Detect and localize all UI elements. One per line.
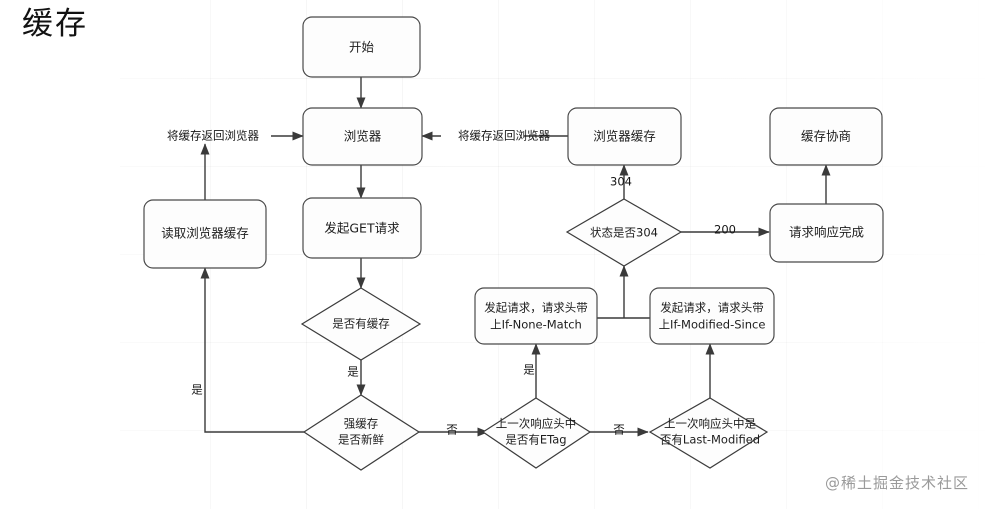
node-has-cache-shape: [300, 287, 422, 361]
node-get-request-shape: [302, 197, 422, 259]
node-cache-negotiation[interactable]: 缓存协商: [769, 107, 883, 166]
node-read-browser-cache-shape: [143, 199, 267, 269]
node-browser-cache[interactable]: 浏览器缓存: [567, 107, 682, 166]
node-has-etag-line1: 上一次响应头中: [496, 417, 577, 431]
node-browser-cache-label: 浏览器缓存: [593, 129, 656, 144]
node-start[interactable]: 开始: [302, 16, 421, 78]
watermark: @稀土掘金技术社区: [824, 474, 969, 492]
node-has-last-modified-shape: [648, 397, 769, 469]
node-request-if-modified-since-shape: [649, 287, 775, 345]
edge-label-etag-no: 否: [613, 423, 625, 437]
node-status-304-shape: [565, 198, 683, 267]
node-request-if-none-match-line2: 上If-None-Match: [490, 318, 582, 332]
node-read-browser-cache-label: 读取浏览器缓存: [161, 226, 249, 241]
node-start-shape: [302, 16, 421, 78]
node-cache-negotiation-shape: [769, 107, 883, 166]
edge-strong-cache-yes-to-read-cache: [200, 267, 304, 433]
node-browser-cache-shape: [567, 107, 682, 166]
node-request-complete-shape: [769, 203, 884, 263]
node-strong-cache-fresh-line1: 强缓存: [344, 417, 379, 431]
node-has-etag-line2: 是否有ETag: [505, 433, 566, 447]
node-strong-cache-fresh-line2: 是否新鲜: [338, 433, 384, 447]
node-request-if-modified-since[interactable]: 发起请求，请求头带 上If-Modified-Since: [649, 287, 775, 345]
edge-label-status-304: 304: [610, 175, 632, 189]
edge-label-cache-to-browser-left: 将缓存返回浏览器: [167, 129, 259, 143]
node-request-complete[interactable]: 请求响应完成: [769, 203, 884, 263]
edge-label-cache-to-browser-right: 将缓存返回浏览器: [458, 129, 550, 143]
node-has-last-modified-line1: 上一次响应头中是: [664, 417, 756, 431]
node-cache-negotiation-label: 缓存协商: [801, 129, 851, 144]
page-title: 缓存: [22, 6, 88, 42]
node-browser[interactable]: 浏览器: [302, 107, 423, 166]
node-status-304-label: 状态是否304: [590, 226, 658, 240]
node-has-last-modified-line2: 否有Last-Modified: [660, 433, 760, 447]
node-has-cache[interactable]: 是否有缓存: [300, 287, 422, 361]
edge-label-strong-cache-yes: 是: [191, 383, 203, 397]
node-start-label: 开始: [349, 40, 375, 55]
node-strong-cache-fresh[interactable]: 强缓存 是否新鲜: [302, 394, 421, 471]
node-has-last-modified[interactable]: 上一次响应头中是 否有Last-Modified: [648, 397, 769, 469]
node-request-if-modified-since-line2: 上If-Modified-Since: [659, 318, 766, 332]
node-request-if-none-match[interactable]: 发起请求，请求头带 上If-None-Match: [474, 287, 598, 345]
edge-label-has-cache-yes: 是: [347, 365, 359, 379]
node-status-304[interactable]: 状态是否304: [565, 198, 683, 267]
node-browser-label: 浏览器: [344, 129, 382, 144]
node-has-etag-shape: [481, 397, 592, 469]
node-request-if-none-match-line1: 发起请求，请求头带: [484, 301, 588, 315]
node-read-browser-cache[interactable]: 读取浏览器缓存: [143, 199, 267, 269]
node-browser-shape: [302, 107, 423, 166]
edge-label-strong-cache-no: 否: [446, 423, 458, 437]
node-get-request-label: 发起GET请求: [324, 221, 400, 236]
edge-label-etag-yes: 是: [523, 363, 535, 377]
node-request-if-modified-since-line1: 发起请求，请求头带: [660, 301, 764, 315]
node-has-etag[interactable]: 上一次响应头中 是否有ETag: [481, 397, 592, 469]
node-request-if-none-match-shape: [474, 287, 598, 345]
node-get-request[interactable]: 发起GET请求: [302, 197, 422, 259]
node-has-cache-label: 是否有缓存: [332, 317, 390, 331]
node-strong-cache-fresh-shape: [302, 394, 421, 471]
edge-label-status-200: 200: [714, 223, 736, 237]
node-request-complete-label: 请求响应完成: [789, 225, 864, 240]
